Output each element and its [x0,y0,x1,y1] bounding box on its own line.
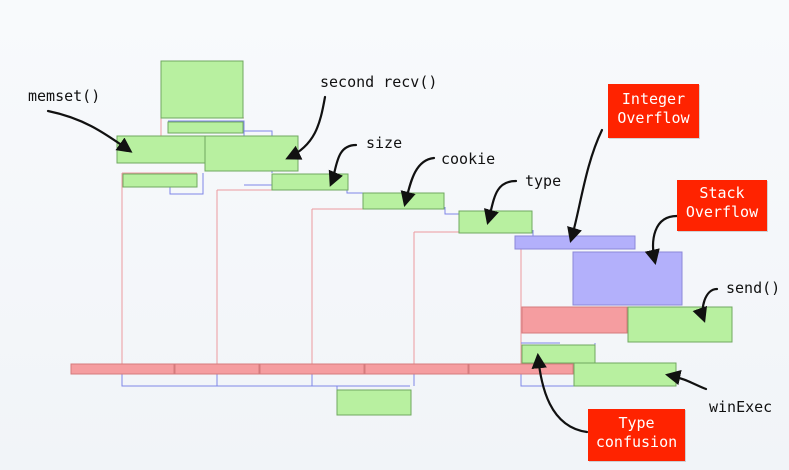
cookie-arrow [400,156,436,207]
top-green-block [160,60,244,119]
cookie-label: cookie [441,150,496,168]
annotation-arrows [46,95,719,434]
type-block [458,210,533,234]
pink-before-send-block [521,306,628,334]
integer-overflow-label: Integer Overflow [608,84,699,138]
size-block [271,173,349,191]
stack-overflow-label: Stack Overflow [677,180,767,231]
type-confusion-arrow [531,352,589,434]
size-label: size [366,134,403,152]
send-label: send() [726,279,781,297]
send-block [627,306,733,343]
small-green-block [167,121,244,134]
second-recv-block [204,135,299,172]
red-strip-1 [70,363,175,375]
integer-overflow-arrow [567,128,604,243]
stack-overflow-arrow [644,214,679,266]
memset-label: memset() [28,87,101,105]
type-confusion-label: Type confusion [588,409,685,461]
stack-overflow-block [572,251,683,306]
winexec-label: winExec [709,398,773,416]
red-strip-5 [468,363,574,375]
bottom-green-block [336,389,412,416]
red-strip-3 [259,363,365,375]
red-strip-4 [364,363,469,375]
memset-arrow [46,109,133,153]
send-arrow [692,287,719,323]
purple-blocks [514,235,683,306]
integer-overflow-block [514,235,636,250]
winexec-arrow [664,370,708,391]
second-recv-label: second recv() [320,73,438,91]
size-arrow [328,143,358,187]
cookie-block [362,192,445,210]
winexec-block [573,362,677,387]
type-confusion-block [521,344,596,364]
type-arrow [483,179,518,225]
memset-block [116,135,207,164]
type-label: type [525,172,562,190]
second-recv-arrow [285,95,327,160]
pink-blocks [70,306,628,375]
left-green-block [122,173,198,188]
red-strip-2 [174,363,260,375]
